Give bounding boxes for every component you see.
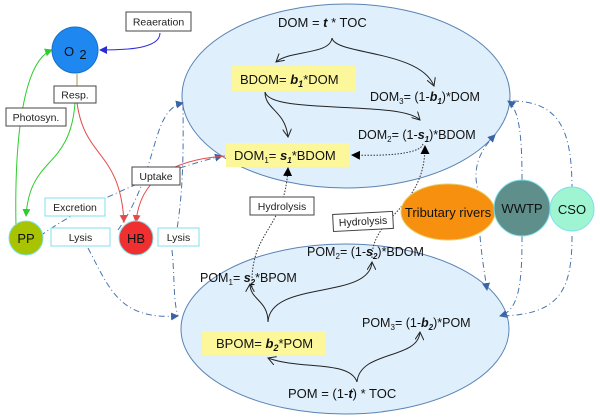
dom-pool xyxy=(181,3,511,189)
bpom-equation: BPOM= b2*POM xyxy=(216,336,313,353)
bdom-to-dom1-arrow xyxy=(264,91,288,137)
pp-node: PP xyxy=(8,220,44,256)
flow-line-cso-pom xyxy=(499,235,573,317)
svg-text:Excretion: Excretion xyxy=(53,202,97,214)
reaeration-arrow xyxy=(99,32,161,54)
svg-text:Uptake: Uptake xyxy=(139,171,172,183)
svg-text:PP: PP xyxy=(17,231,34,246)
flow-line-trib-pom xyxy=(479,235,491,291)
svg-text:Lysis: Lysis xyxy=(69,232,93,244)
uptake-label: Uptake xyxy=(131,166,181,186)
cso-node: CSO xyxy=(549,186,595,232)
flow-line-trib-dom xyxy=(475,134,496,197)
dom1-equation: DOM1= s1*BDOM xyxy=(234,148,336,165)
svg-text:Tributary rivers: Tributary rivers xyxy=(405,205,492,220)
dom-to-bdom-arrow xyxy=(276,37,333,62)
bpom-highlight xyxy=(202,331,326,355)
dom2-equation: DOM2= (1-s1)*BDOM xyxy=(358,128,476,144)
dom-equation: DOM = t * TOC xyxy=(278,15,367,30)
hydrolysis-label-2: Hydrolysis xyxy=(332,210,394,233)
pom-to-bpom-arrow xyxy=(268,358,358,383)
bpom-to-pom2-arrow xyxy=(267,262,372,323)
resp-hb-arrow xyxy=(76,102,128,223)
pom-to-pom3-arrow xyxy=(356,332,420,383)
bpom-to-pom1-arrow xyxy=(250,284,269,323)
photosyn-arrow xyxy=(15,48,53,229)
dom3-equation: DOM3= (1-b1)*DOM xyxy=(370,90,480,106)
svg-text:WWTP: WWTP xyxy=(501,201,542,216)
flow-line-lysis-pom xyxy=(87,247,179,321)
hb-node: HB xyxy=(118,220,154,256)
svg-text:Resp.: Resp. xyxy=(61,90,88,102)
reaeration-label: Reaeration xyxy=(125,11,192,32)
excretion-label: Excretion xyxy=(44,197,106,217)
hydrolysis-arrow-1 xyxy=(251,167,293,288)
svg-text:Reaeration: Reaeration xyxy=(133,17,185,29)
photosyn-label: Photosyn. xyxy=(5,107,67,127)
svg-text:Hydrolysis: Hydrolysis xyxy=(258,201,306,213)
bdom-equation: BDOM= b1*DOM xyxy=(240,72,339,89)
flow-line-wwtp-dom xyxy=(507,100,523,181)
pom-pool xyxy=(180,243,510,415)
o2-node: O 2 xyxy=(51,26,99,74)
flow-line-left-top xyxy=(117,100,184,231)
tributary-rivers-node: Tributary rivers xyxy=(400,183,496,241)
dom-to-dom3-arrow xyxy=(331,37,434,86)
lysis-hb-label: Lysis xyxy=(157,227,200,247)
resp-pp-arrow xyxy=(22,102,76,217)
uptake-arrow xyxy=(132,155,226,223)
svg-text:HB: HB xyxy=(127,231,145,246)
svg-text:Photosyn.: Photosyn. xyxy=(13,112,60,124)
svg-text:O: O xyxy=(64,44,74,59)
wwtp-node: WWTP xyxy=(493,179,551,237)
bdom-highlight xyxy=(232,66,356,91)
flow-line-cso-dom xyxy=(507,100,573,191)
pom1-equation: POM1= s2*BPOM xyxy=(200,271,297,287)
flow-line-wwtp-pom xyxy=(499,235,523,318)
flow-line-pp-dom1 xyxy=(39,153,223,237)
bdom-to-dom2-arrow xyxy=(264,91,420,120)
pom-equation: POM = (1-t) * TOC xyxy=(288,386,396,401)
lysis-pp-label: Lysis xyxy=(50,227,111,247)
svg-text:CSO: CSO xyxy=(558,202,586,217)
svg-text:2: 2 xyxy=(79,47,86,62)
hydrolysis-label-1: Hydrolysis xyxy=(249,196,315,216)
dom1-highlight xyxy=(226,143,350,167)
pom3-equation: POM3= (1-b2)*POM xyxy=(362,316,471,332)
flow-line-hb-top xyxy=(174,102,184,241)
svg-text:Hydrolysis: Hydrolysis xyxy=(339,215,388,230)
svg-text:Lysis: Lysis xyxy=(167,232,191,244)
resp-label: Resp. xyxy=(53,85,97,104)
pom2-equation: POM2= (1-s2)*BDOM xyxy=(307,245,424,261)
flow-line-hb-pom xyxy=(171,249,179,317)
